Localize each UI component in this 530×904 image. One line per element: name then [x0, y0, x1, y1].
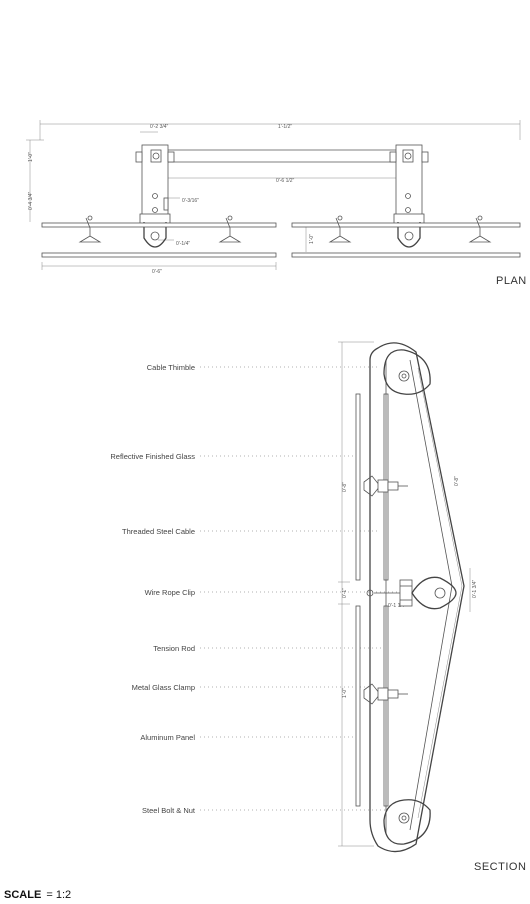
section-view: Cable Thimble Reflective Finished Glass … — [110, 341, 526, 873]
scale-value: = 1:2 — [46, 889, 71, 901]
label-wire-rope-clip: Wire Rope Clip — [145, 588, 195, 597]
section-title: SECTION — [474, 861, 526, 873]
scale-label: SCALE — [4, 889, 41, 901]
label-cable-thimble: Cable Thimble — [147, 363, 195, 372]
dim-height-small: 1'-0" — [28, 152, 34, 162]
dim-span-total: 1'-1/2" — [278, 124, 292, 130]
svg-text:SCALE = 1:2: SCALE = 1:2 — [4, 889, 71, 901]
section-cable-frame — [369, 342, 465, 853]
plan-tension-rod — [164, 149, 400, 163]
dim-clip-height: 0'-1 3/4" — [472, 579, 478, 598]
label-threaded-cable: Threaded Steel Cable — [122, 527, 195, 536]
plan-glass-panel-left — [41, 215, 277, 258]
section-wire-rope-clip — [366, 576, 457, 610]
dim-offset-top: 0'-2 3/4" — [150, 124, 169, 130]
dim-bolt: 0'-1/4" — [176, 241, 190, 247]
scale-note: SCALE = 1:2 — [4, 889, 71, 901]
dim-clip-width: 0'-1 1/4" — [388, 603, 407, 609]
plan-upright-left — [135, 144, 175, 248]
dim-height-left: 0'-4 3/4" — [28, 191, 34, 210]
dim-clamp: 1'-0" — [342, 688, 348, 698]
section-labels: Cable Thimble Reflective Finished Glass … — [110, 363, 196, 815]
plan-glass-panel-right — [291, 215, 521, 258]
plan-title: PLAN — [496, 275, 527, 287]
dim-right-height: 1'-0" — [309, 234, 315, 244]
label-reflective-glass: Reflective Finished Glass — [110, 452, 195, 461]
dim-mid-gap: 0'-1" — [342, 588, 348, 598]
section-glass-clamp-upper — [363, 475, 408, 497]
plan-dimensions: 0'-2 3/4" 1'-1/2" 1'-0" 0'-4 3/4" 0'-6 1… — [26, 120, 521, 275]
section-cable-thimble-bottom — [383, 799, 431, 845]
plan-view: 0'-2 3/4" 1'-1/2" 1'-0" 0'-4 3/4" 0'-6 1… — [26, 120, 527, 287]
plan-upright-right — [389, 144, 429, 248]
dim-span-inner: 0'-6 1/2" — [276, 178, 295, 184]
label-metal-glass-clamp: Metal Glass Clamp — [132, 683, 195, 692]
dim-rod: 0'-3/16" — [182, 198, 199, 204]
section-glass-panels — [355, 393, 389, 807]
dim-panel-right: 0'-8" — [454, 476, 460, 486]
label-steel-bolt-nut: Steel Bolt & Nut — [142, 806, 196, 815]
dim-panel-width: 0'-6" — [152, 269, 162, 275]
section-glass-clamp-lower — [363, 683, 408, 705]
label-aluminum-panel: Aluminum Panel — [140, 733, 195, 742]
label-tension-rod: Tension Rod — [153, 644, 195, 653]
dim-panel-left: 0'-8" — [342, 482, 348, 492]
section-leaders — [200, 366, 404, 811]
section-dimensions: 0'-8" 0'-1" 1'-0" 0'-1 1/4" 0'-1 3/4" 0'… — [338, 341, 478, 847]
section-cable-thimble-top — [383, 349, 431, 395]
